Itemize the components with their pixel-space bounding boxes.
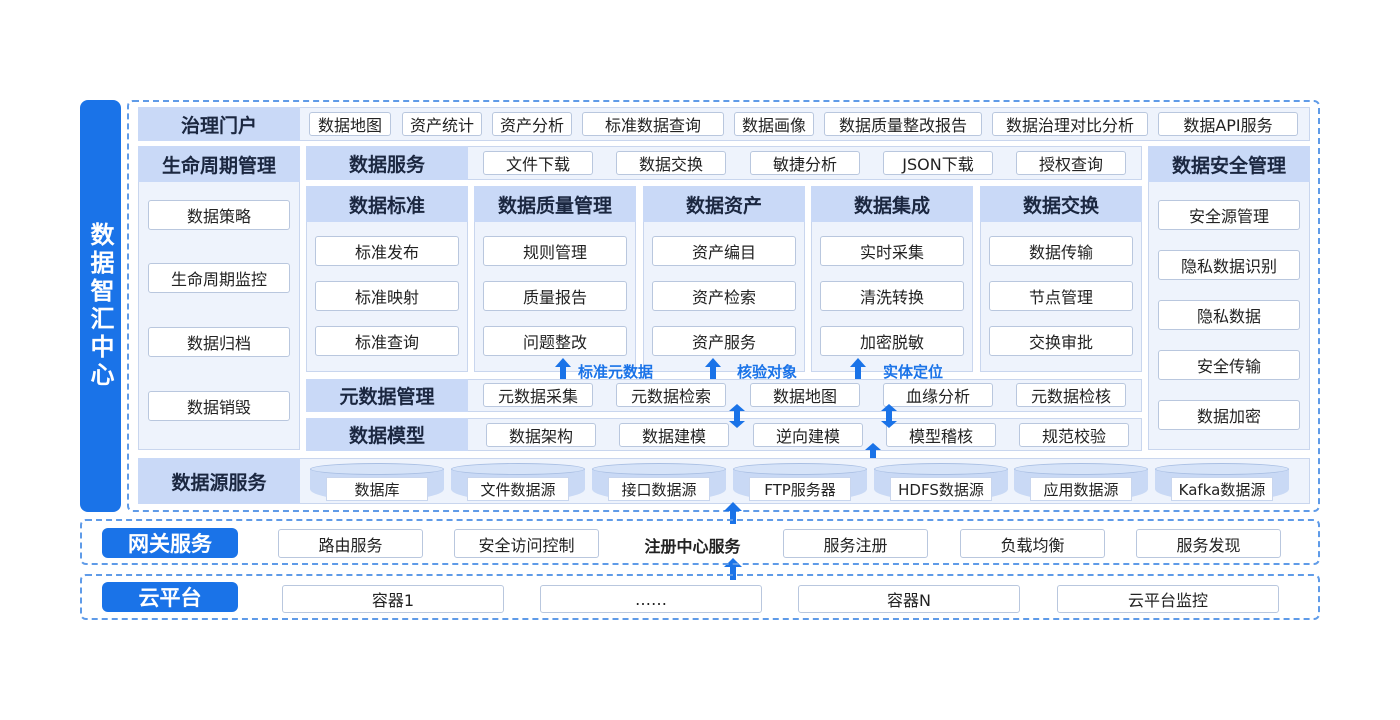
datasource-label: 数据库 <box>326 477 428 501</box>
metadata-item[interactable]: 元数据采集 <box>483 383 593 407</box>
up-arrow-icon <box>724 502 742 524</box>
up-arrow-icon <box>705 358 721 380</box>
metadata-item[interactable]: 元数据检索 <box>616 383 726 407</box>
data-service-item[interactable]: 授权查询 <box>1016 151 1126 175</box>
security-item[interactable]: 安全传输 <box>1158 350 1300 380</box>
module-integration-title: 数据集成 <box>811 186 973 222</box>
main-frame <box>127 100 1320 512</box>
portal-item[interactable]: 标准数据查询 <box>582 112 724 136</box>
datasource-cylinder[interactable]: 应用数据源 <box>1014 463 1148 501</box>
module-asset-item[interactable]: 资产编目 <box>652 236 796 266</box>
datasource-title: 数据源服务 <box>138 458 300 504</box>
datasource-cylinder[interactable]: 文件数据源 <box>451 463 585 501</box>
module-asset-item[interactable]: 资产服务 <box>652 326 796 356</box>
module-asset-title: 数据资产 <box>643 186 805 222</box>
annotation-entity-locate: 实体定位 <box>883 363 944 381</box>
module-standard-item[interactable]: 标准映射 <box>315 281 459 311</box>
module-asset-item[interactable]: 资产检索 <box>652 281 796 311</box>
lifecycle-item[interactable]: 数据策略 <box>148 200 290 230</box>
datasource-label: 应用数据源 <box>1030 477 1132 501</box>
gateway-title: 网关服务 <box>102 528 238 558</box>
module-quality-item[interactable]: 质量报告 <box>483 281 627 311</box>
model-item[interactable]: 规范校验 <box>1019 423 1129 447</box>
up-arrow-icon <box>555 358 571 380</box>
module-quality-item[interactable]: 规则管理 <box>483 236 627 266</box>
portal-title: 治理门户 <box>138 107 300 141</box>
data-service-item[interactable]: 敏捷分析 <box>750 151 860 175</box>
annotation-standard-metadata: 标准元数据 <box>578 363 654 381</box>
gateway-frame <box>80 519 1320 565</box>
data-service-item[interactable]: JSON下载 <box>883 151 993 175</box>
data-center-label: 数据智汇中心 <box>80 100 121 512</box>
module-integration-item[interactable]: 实时采集 <box>820 236 964 266</box>
model-item[interactable]: 数据建模 <box>619 423 729 447</box>
portal-item[interactable]: 数据质量整改报告 <box>824 112 982 136</box>
gateway-item[interactable]: 服务注册 <box>783 529 928 558</box>
gateway-item[interactable]: 服务发现 <box>1136 529 1281 558</box>
datasource-label: 接口数据源 <box>608 477 710 501</box>
portal-item[interactable]: 数据画像 <box>734 112 814 136</box>
module-exchange-title: 数据交换 <box>980 186 1142 222</box>
model-item[interactable]: 模型稽核 <box>886 423 996 447</box>
model-item[interactable]: 逆向建模 <box>753 423 863 447</box>
double-arrow-icon <box>729 404 745 428</box>
cloud-item[interactable]: 云平台监控 <box>1057 585 1279 613</box>
security-title: 数据安全管理 <box>1148 146 1310 182</box>
datasource-label: HDFS数据源 <box>890 477 992 501</box>
datasource-cylinder[interactable]: 数据库 <box>310 463 444 501</box>
annotation-verify-object: 核验对象 <box>737 363 798 381</box>
security-item[interactable]: 隐私数据 <box>1158 300 1300 330</box>
data-service-item[interactable]: 文件下载 <box>483 151 593 175</box>
security-item[interactable]: 隐私数据识别 <box>1158 250 1300 280</box>
lifecycle-item[interactable]: 数据销毁 <box>148 391 290 421</box>
module-standard-title: 数据标准 <box>306 186 468 222</box>
module-quality-title: 数据质量管理 <box>474 186 636 222</box>
module-exchange-item[interactable]: 交换审批 <box>989 326 1133 356</box>
portal-item[interactable]: 资产统计 <box>402 112 482 136</box>
double-arrow-icon <box>881 404 897 428</box>
cloud-item[interactable]: 容器1 <box>282 585 504 613</box>
security-item[interactable]: 数据加密 <box>1158 400 1300 430</box>
lifecycle-item[interactable]: 数据归档 <box>148 327 290 357</box>
gateway-item[interactable]: 安全访问控制 <box>454 529 599 558</box>
module-integration-item[interactable]: 清洗转换 <box>820 281 964 311</box>
datasource-label: Kafka数据源 <box>1171 477 1273 501</box>
datasource-cylinder[interactable]: Kafka数据源 <box>1155 463 1289 501</box>
cloud-item[interactable]: …… <box>540 585 762 613</box>
datasource-cylinder[interactable]: HDFS数据源 <box>874 463 1008 501</box>
cloud-item[interactable]: 容器N <box>798 585 1020 613</box>
gateway-item[interactable]: 路由服务 <box>278 529 423 558</box>
data-service-title: 数据服务 <box>306 146 468 180</box>
portal-item[interactable]: 数据地图 <box>309 112 391 136</box>
portal-item[interactable]: 资产分析 <box>492 112 572 136</box>
portal-item[interactable]: 数据治理对比分析 <box>992 112 1148 136</box>
module-standard-item[interactable]: 标准查询 <box>315 326 459 356</box>
lifecycle-title: 生命周期管理 <box>138 146 300 182</box>
metadata-item[interactable]: 血缘分析 <box>883 383 993 407</box>
model-title: 数据模型 <box>306 418 468 451</box>
security-item[interactable]: 安全源管理 <box>1158 200 1300 230</box>
cloud-title: 云平台 <box>102 582 238 612</box>
module-integration-item[interactable]: 加密脱敏 <box>820 326 964 356</box>
data-service-item[interactable]: 数据交换 <box>616 151 726 175</box>
metadata-item[interactable]: 元数据检核 <box>1016 383 1126 407</box>
metadata-item[interactable]: 数据地图 <box>750 383 860 407</box>
model-item[interactable]: 数据架构 <box>486 423 596 447</box>
up-arrow-icon <box>850 358 866 380</box>
datasource-cylinder[interactable]: 接口数据源 <box>592 463 726 501</box>
module-exchange-item[interactable]: 数据传输 <box>989 236 1133 266</box>
gateway-item[interactable]: 负载均衡 <box>960 529 1105 558</box>
datasource-label: FTP服务器 <box>749 477 851 501</box>
cloud-frame <box>80 574 1320 620</box>
datasource-label: 文件数据源 <box>467 477 569 501</box>
module-quality-item[interactable]: 问题整改 <box>483 326 627 356</box>
gateway-registry[interactable]: 注册中心服务 <box>644 537 741 556</box>
metadata-title: 元数据管理 <box>306 379 468 412</box>
data-center-label-text: 数据智汇中心 <box>86 222 114 390</box>
module-exchange-item[interactable]: 节点管理 <box>989 281 1133 311</box>
lifecycle-item[interactable]: 生命周期监控 <box>148 263 290 293</box>
module-standard-item[interactable]: 标准发布 <box>315 236 459 266</box>
portal-item[interactable]: 数据API服务 <box>1158 112 1298 136</box>
datasource-cylinder[interactable]: FTP服务器 <box>733 463 867 501</box>
